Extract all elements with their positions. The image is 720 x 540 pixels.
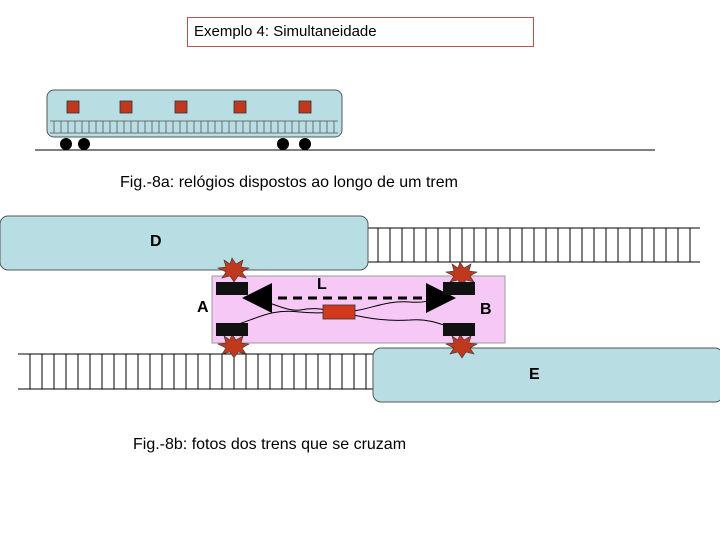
flash-icon [216,333,250,359]
title-text: Exemplo 4: Simultaneidade [194,23,377,40]
label-train-e: E [529,366,540,383]
clock-icon [216,282,248,295]
train-d [0,215,369,271]
observer-icon [322,304,356,320]
wheel-icon [78,138,90,150]
wheel-icon [60,138,72,150]
label-train-d: D [150,233,162,250]
title-box: Exemplo 4: Simultaneidade [187,17,534,47]
flash-icon [444,333,478,359]
track-upper [366,227,700,263]
caption-fig-8b: Fig.-8b: fotos dos trens que se cruzam [133,436,407,453]
train-car-8a [46,89,343,138]
ruler-8a [50,120,338,134]
clock-icon [66,100,80,114]
clock-icon [216,323,248,336]
train-e [372,347,720,403]
clock-icon [298,100,312,114]
clock-icon [119,100,133,114]
clock-icon [174,100,188,114]
clock-icon [233,100,247,114]
caption-fig-8a: Fig.-8a: relógios dispostos ao longo de … [120,174,458,191]
label-point-b: B [480,301,492,318]
label-point-a: A [197,299,209,316]
train-8a [35,89,655,151]
clock-icon [443,282,475,295]
clock-icon [443,323,475,336]
wheel-icon [299,138,311,150]
label-distance-l: L [317,276,327,293]
track-lower [18,353,376,390]
wheel-icon [277,138,289,150]
